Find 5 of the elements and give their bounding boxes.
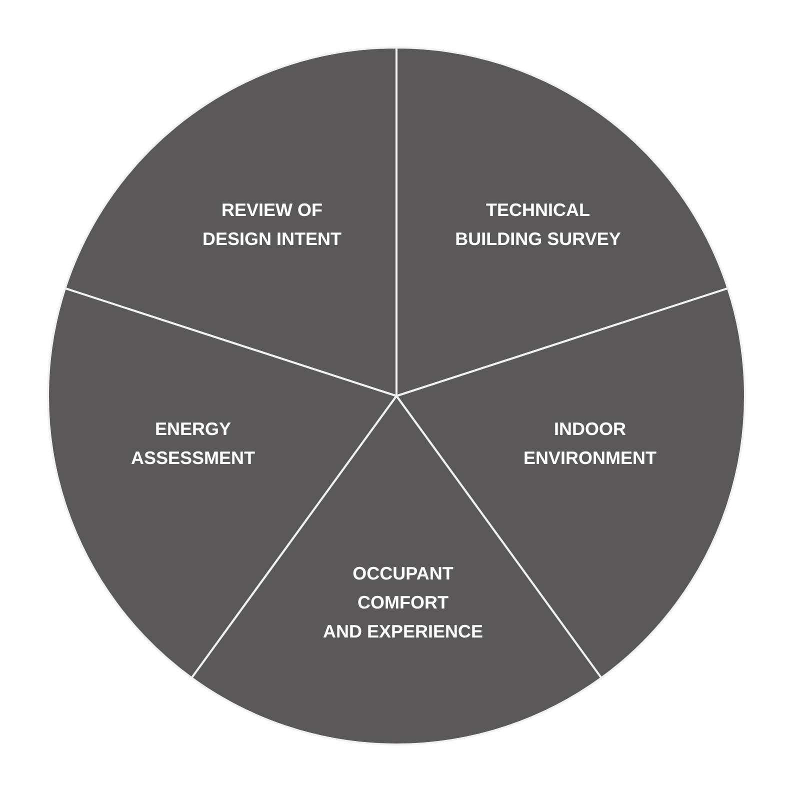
segment-label: REVIEW OF DESIGN INTENT bbox=[201, 199, 342, 251]
segment-label: INDOOR ENVIRONMENT bbox=[522, 418, 658, 470]
segment-label: ENERGY ASSESSMENT bbox=[130, 418, 256, 470]
segment-label: OCCUPANT COMFORT AND EXPERIENCE bbox=[322, 562, 484, 644]
segment-label: TECHNICAL BUILDING SURVEY bbox=[454, 199, 622, 251]
